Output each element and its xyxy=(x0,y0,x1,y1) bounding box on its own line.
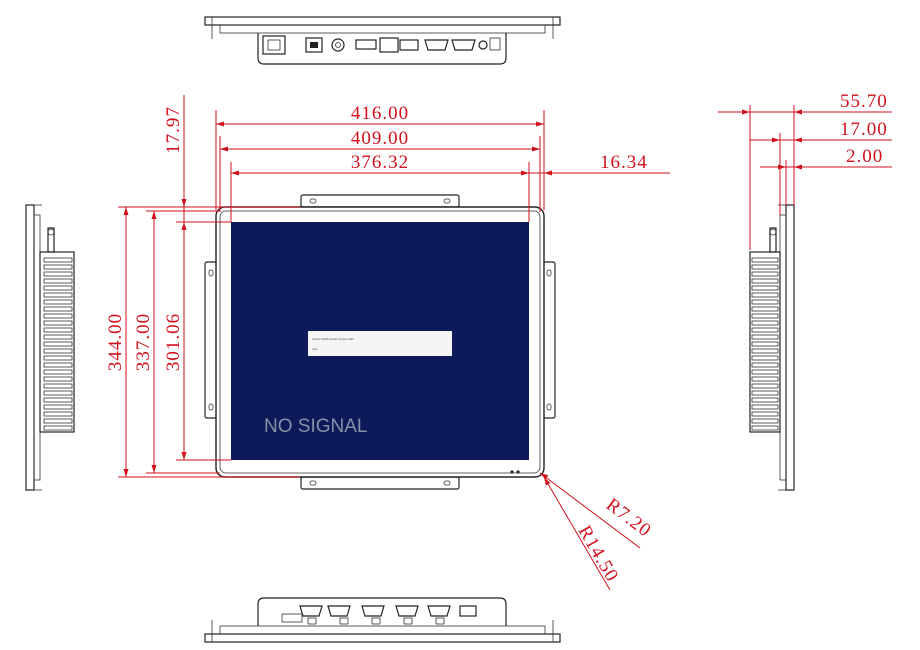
heatsink-fin xyxy=(751,285,779,291)
dim-width-outer: 416.00 xyxy=(351,103,409,124)
heatsink-fin xyxy=(751,390,779,396)
heatsink-fin xyxy=(43,320,73,326)
heatsink-fin xyxy=(751,334,779,340)
osd-dialog-option[interactable]: Sp4 xyxy=(312,347,318,351)
heatsink-fin xyxy=(751,397,779,403)
heatsink-fin xyxy=(43,313,73,319)
no-signal-label: NO SIGNAL xyxy=(264,416,367,437)
left-side-view xyxy=(25,204,75,491)
heatsink-fin xyxy=(751,348,779,354)
heatsink-fin xyxy=(751,306,779,312)
heatsink-fin xyxy=(43,299,73,305)
heatsink-fin xyxy=(751,404,779,410)
vertical-dimensions: 344.00 337.00 301.06 17.97 xyxy=(105,95,300,478)
heatsink-fin xyxy=(43,369,73,375)
heatsink-fin xyxy=(43,306,73,312)
heatsink-fin xyxy=(43,341,73,347)
heatsink-fin xyxy=(43,271,73,277)
heatsink-fin xyxy=(751,341,779,347)
dim-depth-total: 55.70 xyxy=(840,91,888,112)
heatsink-fin xyxy=(43,404,73,410)
osd-dialog-title: Select HDMI Audio Output Path xyxy=(312,337,354,341)
heatsink-fin xyxy=(43,376,73,382)
dim-height-outer: 344.00 xyxy=(105,313,126,371)
heatsink-fin xyxy=(751,278,779,284)
dim-offset-top: 17.97 xyxy=(163,106,184,154)
top-view xyxy=(204,16,561,65)
dim-radius-inner: R7.20 xyxy=(602,494,655,541)
dim-width-bezel: 409.00 xyxy=(351,128,409,149)
heatsink-fin xyxy=(43,411,73,417)
heatsink-fin xyxy=(751,425,779,431)
heatsink-fin xyxy=(751,362,779,368)
heatsink-fin xyxy=(43,397,73,403)
heatsink-fin xyxy=(751,418,779,424)
heatsink-fin xyxy=(751,299,779,305)
heatsink-fin xyxy=(751,313,779,319)
heatsink-fin xyxy=(751,257,779,263)
dim-radius-outer: R14.50 xyxy=(574,522,623,586)
heatsink-fin xyxy=(43,334,73,340)
heatsink-fin xyxy=(43,355,73,361)
heatsink-fin xyxy=(43,425,73,431)
heatsink-fin xyxy=(43,285,73,291)
heatsink-fin xyxy=(751,411,779,417)
dim-width-display: 376.32 xyxy=(351,152,409,173)
right-side-view xyxy=(749,204,795,491)
heatsink-fin xyxy=(751,383,779,389)
heatsink-fin xyxy=(43,348,73,354)
heatsink-fin xyxy=(751,355,779,361)
horizontal-dimensions: 416.00 409.00 376.32 16.34 xyxy=(215,103,670,222)
bottom-view xyxy=(204,597,561,643)
dim-height-bezel: 337.00 xyxy=(133,313,154,371)
dim-offset-right: 16.34 xyxy=(600,152,648,173)
heatsink-fin xyxy=(43,292,73,298)
heatsink-fin xyxy=(751,264,779,270)
dim-depth-mid: 17.00 xyxy=(840,119,888,140)
heatsink-fin xyxy=(43,264,73,270)
heatsink-fin xyxy=(751,271,779,277)
dim-depth-front: 2.00 xyxy=(846,146,883,167)
heatsink-fin xyxy=(751,376,779,382)
heatsink-fin xyxy=(43,418,73,424)
heatsink-fin xyxy=(43,390,73,396)
heatsink-fin xyxy=(43,362,73,368)
heatsink-fin xyxy=(43,383,73,389)
heatsink-fin xyxy=(751,320,779,326)
radius-dimensions: R7.20 R14.50 xyxy=(539,472,655,591)
dim-height-display: 301.06 xyxy=(163,313,184,371)
osd-dialog[interactable]: Select HDMI Audio Output Path Sp4 xyxy=(308,331,452,356)
depth-dimensions: 55.70 17.00 2.00 xyxy=(718,91,892,250)
heatsink-fin xyxy=(751,369,779,375)
heatsink-fin xyxy=(43,327,73,333)
heatsink-fin xyxy=(751,327,779,333)
heatsink-fin xyxy=(43,257,73,263)
heatsink-fin xyxy=(751,292,779,298)
heatsink-fin xyxy=(43,278,73,284)
